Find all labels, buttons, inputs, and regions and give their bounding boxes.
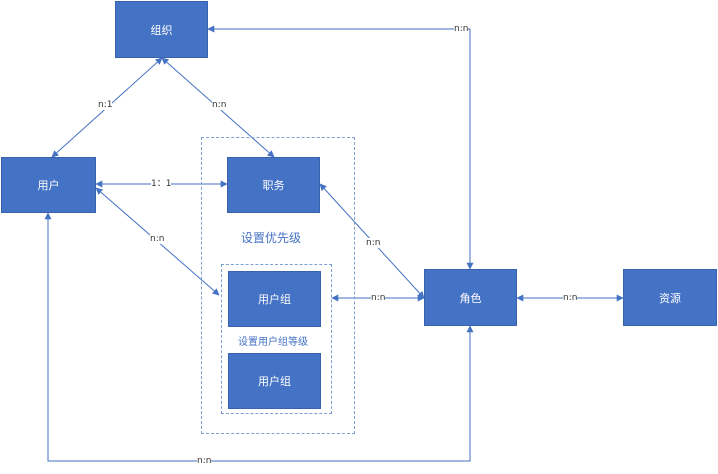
- priority-group-caption: 设置优先级: [241, 231, 302, 245]
- label-usergroup-role: n:n: [371, 293, 386, 303]
- node-resource[interactable]: 资源: [623, 269, 717, 326]
- node-usergroup-bottom[interactable]: 用户组: [228, 353, 321, 409]
- usergroup-level-caption: 设置用户组等级: [238, 337, 308, 348]
- label-user-role: n:n: [197, 456, 212, 466]
- priority-group-box: [201, 137, 355, 434]
- label-role-resource: n:n: [563, 293, 578, 303]
- node-job[interactable]: 职务: [227, 157, 320, 213]
- edge-org-role: [207, 25, 474, 270]
- label-org-job: n:n: [212, 100, 227, 110]
- label-org-role: n:n: [454, 24, 469, 34]
- edge-user-role: [44, 212, 474, 462]
- label-user-job: 1：1: [151, 179, 172, 189]
- label-user-org: n:1: [98, 100, 113, 110]
- usergroup-level-box: [221, 264, 332, 414]
- label-user-usergroup: n:n: [150, 234, 165, 244]
- label-job-role: n:n: [366, 238, 381, 248]
- node-org[interactable]: 组织: [115, 1, 208, 58]
- node-role[interactable]: 角色: [424, 269, 517, 326]
- node-usergroup-top[interactable]: 用户组: [228, 271, 321, 327]
- node-user[interactable]: 用户: [1, 157, 96, 213]
